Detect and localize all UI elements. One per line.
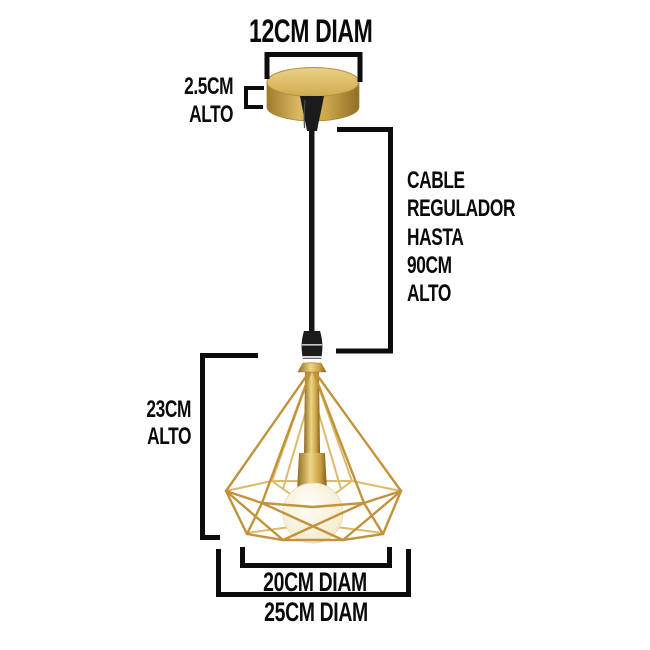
wire-cage-front [224, 366, 403, 542]
lamp-socket [297, 372, 327, 495]
label-lamp-height-line2: ALTO [147, 423, 191, 450]
bracket-20cm-diam [240, 547, 392, 568]
label-cable-line1: CABLE [407, 167, 465, 194]
label-canopy-height: 2.5CM ALTO [63, 73, 233, 129]
bracket-cable-90cm [336, 127, 393, 354]
label-cable-regulator: CABLE REGULADOR HASTA 90CM ALTO [407, 167, 557, 308]
light-bulb [282, 482, 344, 544]
label-cable-line2: REGULADOR [407, 195, 516, 223]
label-canopy-height-line2: ALTO [189, 101, 233, 128]
cord-grip [300, 96, 324, 131]
label-lamp-height-line1: 23CM [146, 396, 191, 423]
bracket-12cm-diam [264, 52, 363, 82]
dimension-brackets [200, 52, 411, 597]
power-cable [309, 129, 315, 336]
label-canopy-diameter: 12CM DIAM [211, 15, 411, 48]
bracket-23cm-alto [200, 353, 258, 540]
socket-cap [297, 331, 327, 373]
label-cable-line5: ALTO [407, 280, 451, 308]
label-canopy-diameter-text: 12CM DIAM [249, 13, 373, 49]
bracket-2-5cm-alto [244, 86, 264, 109]
label-cable-line3: HASTA [407, 223, 464, 251]
label-shade-inner-diameter: 20CM DIAM [215, 567, 415, 597]
label-shade-outer-diameter: 25CM DIAM [216, 597, 416, 627]
label-canopy-height-line1: 2.5CM [183, 73, 233, 100]
bracket-25cm-diam [216, 549, 411, 597]
label-cable-line4: 90CM [407, 251, 452, 279]
label-shade-inner-diameter-text: 20CM DIAM [263, 567, 367, 597]
label-shade-outer-diameter-text: 25CM DIAM [264, 597, 368, 627]
label-lamp-height: 23CM ALTO [41, 396, 191, 450]
